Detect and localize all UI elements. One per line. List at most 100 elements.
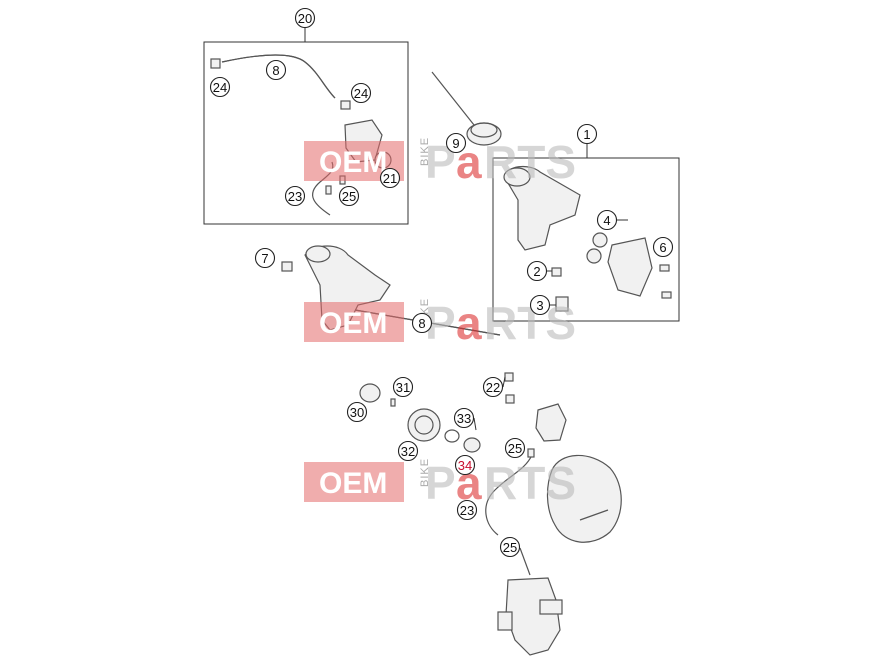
clamp-part (325, 185, 332, 195)
engine-cover-part (579, 509, 609, 521)
seal-part (463, 437, 481, 453)
svg-text:RTS: RTS (484, 457, 576, 509)
callout-number: 9 (452, 136, 459, 151)
part-callout-8: 8 (411, 312, 433, 334)
grommet-part (592, 232, 608, 248)
callout-number: 30 (350, 405, 364, 420)
grommet-part (551, 267, 562, 277)
callout-number: 8 (272, 63, 279, 78)
callout-circle (576, 123, 598, 145)
callout-circle (294, 7, 316, 29)
svg-text:OEM: OEM (319, 307, 387, 340)
callout-circle (265, 59, 287, 81)
callout-number: 21 (383, 171, 397, 186)
callout-number: 24 (354, 86, 368, 101)
bushing-part (359, 383, 381, 403)
svg-text:OEM: OEM (319, 467, 387, 500)
part-callout-24: 24 (350, 82, 372, 104)
clamp-part (527, 448, 535, 458)
assembly-frame-1 (492, 157, 680, 322)
bolt-part (661, 291, 672, 299)
callout-number: 22 (486, 380, 500, 395)
engine-cover-part (546, 454, 622, 543)
part-callout-23: 23 (284, 185, 306, 207)
part-callout-4: 4 (596, 209, 618, 231)
svg-text:BIKE: BIKE (419, 137, 431, 166)
part-callout-25: 25 (499, 536, 521, 558)
callout-number: 7 (261, 251, 268, 266)
callout-circle (504, 437, 526, 459)
part-callout-34: 34 (454, 454, 476, 476)
clamp-part (505, 394, 515, 404)
callout-circle (209, 76, 231, 98)
callout-number: 3 (536, 298, 543, 313)
part-callout-23: 23 (456, 499, 478, 521)
callout-number: 8 (418, 316, 425, 331)
callout-number: 20 (298, 11, 312, 26)
callout-circle (284, 185, 306, 207)
part-callout-9: 9 (445, 132, 467, 154)
callout-circle (453, 407, 475, 429)
leader-line (502, 376, 506, 388)
filler-cap-part (470, 122, 498, 138)
part-callout-20: 20 (294, 7, 316, 29)
callout-number: 23 (288, 189, 302, 204)
callout-number: 24 (213, 80, 227, 95)
callout-number: 23 (460, 503, 474, 518)
callout-number: 6 (659, 240, 666, 255)
callout-number: 25 (503, 540, 517, 555)
callout-circle (350, 82, 372, 104)
callout-circle (346, 401, 368, 423)
svg-text:P: P (425, 457, 456, 509)
assembly-frame-20 (203, 41, 409, 225)
callout-circle (596, 209, 618, 231)
bracket-part (607, 237, 653, 297)
hose-part (519, 547, 531, 576)
callout-circle (445, 132, 467, 154)
oil-tank-neck-part (503, 167, 531, 187)
bolt-part (281, 261, 293, 272)
svg-text:RTS: RTS (484, 136, 576, 188)
callout-circle (652, 236, 674, 258)
watermark: OEM BIKE P a RTS (304, 457, 576, 509)
callout-circle (338, 185, 360, 207)
callout-number: 34 (458, 458, 472, 473)
pin-part (390, 398, 396, 407)
part-callout-8: 8 (265, 59, 287, 81)
part-callout-2: 2 (526, 260, 548, 282)
part-callout-7: 7 (254, 247, 276, 269)
leader-line (473, 417, 477, 431)
callout-circle (456, 499, 478, 521)
part-callout-24: 24 (209, 76, 231, 98)
clamp-part (210, 58, 221, 69)
callout-circle (526, 260, 548, 282)
pump-gear-part (414, 415, 434, 435)
part-callout-21: 21 (379, 167, 401, 189)
callout-circle (499, 536, 521, 558)
clamp-part (340, 100, 351, 110)
callout-circle (392, 376, 414, 398)
callout-circle (454, 454, 476, 476)
svg-text:a: a (456, 297, 482, 349)
callout-number: 4 (603, 213, 610, 228)
grommet-part (586, 248, 602, 264)
part-callout-31: 31 (392, 376, 414, 398)
part-callout-6: 6 (652, 236, 674, 258)
part-callout-1: 1 (576, 123, 598, 145)
watermark: OEM BIKE P a RTS (304, 136, 576, 188)
fitting-part (555, 296, 569, 312)
carburetor-part (497, 611, 513, 631)
svg-text:OEM: OEM (319, 146, 387, 179)
hose-part (485, 454, 533, 536)
pump-body-part (535, 403, 567, 442)
oil-tank-neck-part (305, 245, 331, 263)
part-callout-22: 22 (482, 376, 504, 398)
callout-number: 31 (396, 380, 410, 395)
part-callout-25: 25 (338, 185, 360, 207)
part-callout-25: 25 (504, 437, 526, 459)
hose-part (221, 54, 336, 99)
clamp-part (504, 372, 514, 382)
callout-number: 32 (401, 444, 415, 459)
callout-circle (379, 167, 401, 189)
bolt-part (659, 264, 670, 272)
